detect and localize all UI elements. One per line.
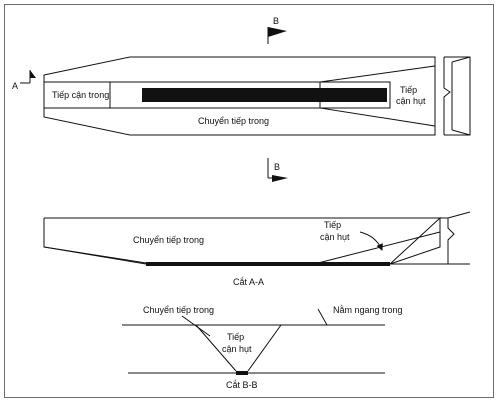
section-bb-trench — [195, 324, 282, 372]
plan-approach-missed-label-2: cận hụt — [396, 96, 426, 106]
section-bb-horizontal-label: Nằm ngang trong — [333, 305, 403, 315]
marker-b-top-label: B — [273, 16, 279, 26]
plan-break-symbol — [443, 57, 451, 135]
section-marker-b-bottom — [267, 158, 288, 182]
diagram-frame — [4, 4, 494, 398]
section-aa-leader-arrow — [359, 231, 383, 251]
section-bb-transition-label: Chuyển tiếp trong — [143, 305, 214, 315]
plan-runway — [142, 88, 387, 102]
marker-b-bottom-label: B — [274, 162, 280, 172]
section-aa-caption: Cắt A-A — [233, 277, 264, 287]
section-aa-missed-label-1: Tiếp — [324, 220, 341, 230]
plan-outline — [43, 56, 436, 136]
section-marker-b-top — [267, 27, 287, 44]
section-marker-a — [20, 70, 36, 84]
section-bb-missed-label-2: cận hụt — [222, 344, 252, 354]
section-aa-missed-label-2: cận hụt — [320, 232, 350, 242]
marker-a-label: A — [12, 81, 18, 91]
section-bb-missed-label-1: Tiếp — [227, 332, 244, 342]
section-bb-runway — [236, 371, 248, 375]
section-aa-outline — [43, 216, 441, 265]
plan-approach-inner-label: Tiếp cận trong — [52, 90, 109, 100]
plan-approach-missed-label-1: Tiếp — [400, 85, 417, 95]
plan-view: A B Tiếp cận trong Chuyển tiếp trong Tiế… — [12, 16, 471, 136]
section-aa-transition-label: Chuyển tiếp trong — [133, 235, 204, 245]
plan-missed-approach-zone — [319, 65, 436, 127]
section-aa-view: Chuyển tiếp trong Tiếp cận hụt Cắt A-A — [43, 211, 471, 287]
plan-transition-inner-label: Chuyển tiếp trong — [198, 116, 269, 126]
section-aa-runway — [146, 262, 390, 266]
section-bb-view: Chuyển tiếp trong Nằm ngang trong Tiếp c… — [122, 305, 403, 390]
plan-inner-approach-box — [43, 81, 391, 109]
section-bb-caption: Cắt B-B — [226, 380, 258, 390]
